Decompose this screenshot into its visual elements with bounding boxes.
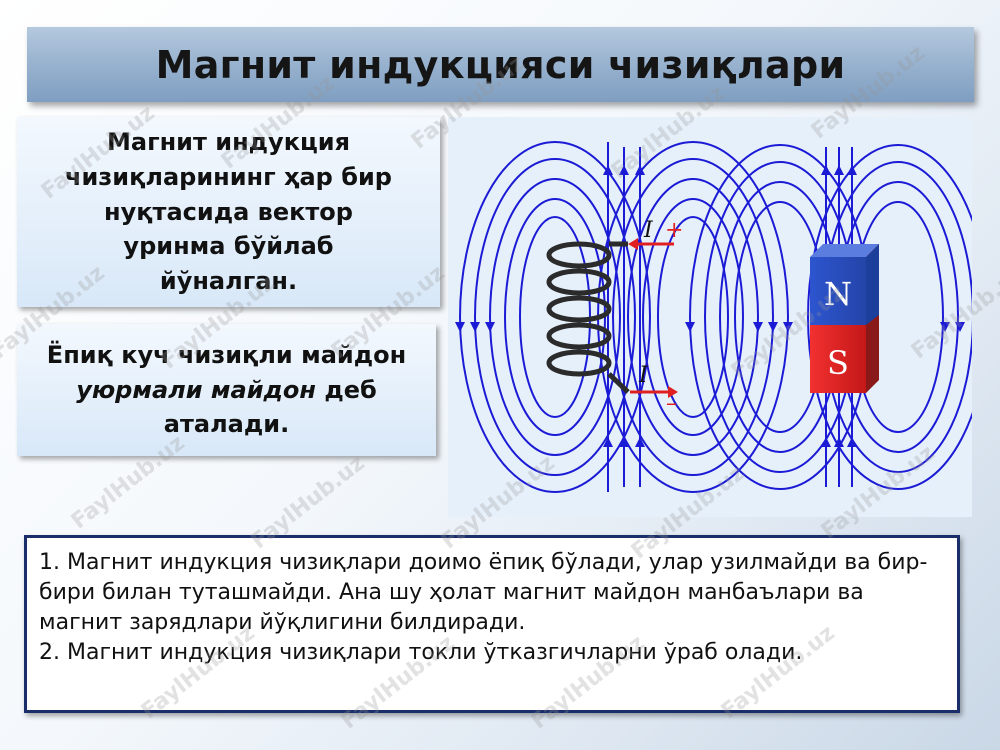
definition-box: Магнит индукция чизиқларининг ҳар бир ну… <box>17 117 440 307</box>
current-label-top: I <box>643 218 654 243</box>
bar-magnet: N S <box>810 244 879 393</box>
note-item-1: 1. Магнит индукция чизиқлари доимо ёпиқ … <box>39 550 928 635</box>
south-pole-label: S <box>827 344 849 382</box>
vortex-text-italic: уюрмали майдон <box>76 375 317 404</box>
vortex-text-end: деб аталади. <box>163 375 377 439</box>
vortex-field-text: Ёпиқ куч чизиқли майдон уюрмали майдон д… <box>31 338 422 442</box>
notes-box: 1. Магнит индукция чизиқлари доимо ёпиқ … <box>24 535 960 713</box>
definition-text: Магнит индукция чизиқларининг ҳар бир ну… <box>65 128 392 296</box>
field-direction-arrows <box>455 165 965 447</box>
current-indicators: I + I – <box>628 218 683 416</box>
magnetic-field-figure: I + I – N S <box>448 117 972 517</box>
note-item-2: 2. Магнит индукция чизиқлари токли ўтказ… <box>39 639 803 665</box>
plus-sign: + <box>665 218 683 243</box>
field-lines-illustration: I + I – N S <box>455 141 972 493</box>
vortex-text-start: Ёпиқ куч чизиқли майдон <box>46 340 407 369</box>
vortex-field-box: Ёпиқ куч чизиқли майдон уюрмали майдон д… <box>17 324 436 456</box>
minus-sign: – <box>666 391 677 416</box>
north-pole-label: N <box>824 275 852 313</box>
title-bar: Магнит индукцияси чизиқлари <box>27 27 974 102</box>
slide-title: Магнит индукцияси чизиқлари <box>155 42 846 87</box>
solenoid-coil <box>546 241 630 394</box>
current-label-bottom: I <box>638 363 649 388</box>
